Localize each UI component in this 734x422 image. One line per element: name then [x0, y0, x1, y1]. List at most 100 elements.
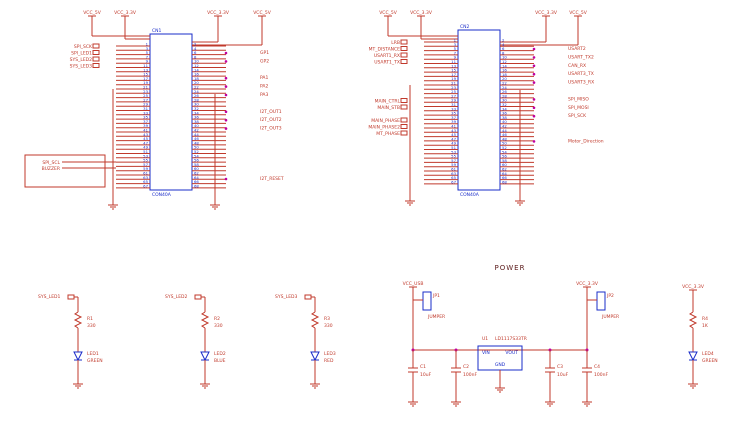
connector-cn2-pin-num-right-12: 26: [502, 89, 507, 94]
connector-cn1-left-port-1: [92, 50, 100, 55]
connector-cn2-rail-2-label: VCC_3.3V: [535, 10, 558, 16]
connector-cn1-junction-1: [224, 60, 228, 63]
connector-cn2-pin-num-right-16: 34: [502, 106, 507, 111]
connector-cn2-pin-num-left-24: 49: [451, 141, 456, 146]
connector-cn2-pin-num-right-10: 22: [502, 81, 507, 86]
connector-cn2-right-net-7: SPI_MOSI: [568, 105, 589, 111]
connector-cn2-junction-0: [532, 47, 536, 51]
led-block-2-resistor: [200, 311, 210, 329]
connector-cn1-pin-num-right-26: 54: [194, 153, 199, 158]
connector-cn2-pin-num-right-6: 14: [502, 63, 507, 68]
connector-cn1-pin-num-right-2: 6: [194, 50, 197, 55]
connector-cn2-junction-4: [532, 81, 536, 84]
connector-cn1-pin-num-right-8: 18: [194, 76, 199, 81]
connector-cn2-pin-num-right-33: 68: [502, 179, 507, 184]
connector-cn1-pin-num-right-19: 40: [194, 123, 199, 128]
led-block-1-res-value: 330: [87, 323, 96, 329]
connector-cn2-pin-num-left-25: 51: [451, 145, 456, 150]
led-block-3-resistor: [310, 311, 320, 329]
led-block-2-net: SYS_LED2: [165, 294, 188, 300]
connector-cn1-right-net-5: PA3: [260, 92, 269, 98]
connector-cn1-pin-num-left-27: 55: [143, 158, 148, 163]
connector-cn1-pin-num-left-14: 29: [143, 102, 148, 107]
connector-cn2-right-net-8: SPI_SCK: [568, 113, 587, 119]
connector-cn2-pin-num-left-11: 23: [451, 85, 456, 90]
connector-cn1-pin-num-right-29: 60: [194, 166, 199, 171]
connector-cn2-pin-num-left-3: 7: [454, 50, 457, 55]
connector-cn2-left-port-10: [400, 104, 408, 110]
connector-cn2-pin-num-left-12: 25: [451, 89, 456, 94]
led-block-4-res-ref: R4: [702, 316, 708, 322]
regulator-pin-vin: VIN: [482, 350, 490, 356]
led-block-1-net: SYS_LED1: [38, 294, 61, 300]
connector-cn2-pin-num-right-8: 18: [502, 72, 507, 77]
connector-cn2-left-net-14: MT_PHASE: [376, 131, 400, 137]
connector-cn2-left-net-9: MAIN_CTRL: [375, 99, 401, 105]
connector-cn2-pin-num-right-23: 48: [502, 136, 507, 141]
connector-cn1-body: [149, 33, 193, 191]
connector-cn2-left-port-12: [400, 117, 408, 123]
jumper-2-body: [596, 291, 606, 311]
connector-cn2-pin-num-left-19: 39: [451, 119, 456, 124]
connector-cn2-pin-num-right-15: 32: [502, 102, 507, 107]
connector-cn1-pin-num-left-28: 57: [143, 162, 148, 167]
connector-cn2-pin-num-right-26: 54: [502, 149, 507, 154]
connector-cn2-pin-num-right-21: 44: [502, 128, 507, 133]
connector-cn2-ref: CN2: [460, 24, 470, 30]
connector-cn1-pin-num-right-30: 62: [194, 171, 199, 176]
connector-cn1-right-net-9: I2T_OUT3: [260, 126, 282, 132]
led-block-1-resistor: [73, 311, 83, 329]
connector-cn1-pin-num-left-32: 65: [143, 179, 148, 184]
connector-cn2-pin-num-left-33: 67: [451, 179, 456, 184]
connector-cn1-pin-num-right-1: 4: [194, 46, 197, 51]
led-block-2-res-value: 330: [214, 323, 223, 329]
connector-cn2-pin-num-right-13: 28: [502, 93, 507, 98]
connector-cn2-pin-num-left-17: 35: [451, 111, 456, 116]
connector-cn1-pin-num-right-4: 10: [194, 59, 199, 64]
connector-cn2-junction-11: [532, 140, 536, 143]
led-block-3-led-ref: LED3: [324, 351, 336, 357]
jumper-1-ref: JP1: [432, 293, 440, 299]
connector-cn2-pin-num-left-28: 57: [451, 158, 456, 163]
connector-cn1-junction-5: [224, 93, 228, 97]
connector-cn1-left-net-1: SPI_LED1: [71, 51, 92, 57]
connector-cn2-pin-num-right-3: 8: [502, 50, 505, 55]
connector-cn1-pin-num-left-19: 39: [143, 123, 148, 128]
connector-cn1-pin-num-right-10: 22: [194, 85, 199, 90]
connector-cn2-pin-num-right-22: 46: [502, 132, 507, 137]
connector-cn1-right-net-0: GP1: [260, 50, 269, 56]
connector-cn2-pin-num-right-18: 38: [502, 115, 507, 120]
connector-cn1-right-net-8: I2T_OUT2: [260, 117, 282, 123]
connector-cn2-pin-num-left-29: 59: [451, 162, 456, 167]
led-block-3-res-ref: R3: [324, 316, 330, 322]
connector-cn1-pin-num-right-22: 46: [194, 136, 199, 141]
connector-cn2-pin-num-right-25: 52: [502, 145, 507, 150]
led-block-4-resistor: [688, 311, 698, 329]
connector-cn1-pin-num-left-23: 47: [143, 140, 148, 145]
connector-cn2-pin-num-right-5: 12: [502, 59, 507, 64]
connector-cn2-rail-3-label: VCC_5V: [569, 10, 587, 16]
connector-cn1-pin-num-left-9: 19: [143, 80, 148, 85]
led-block-3-res-value: 330: [324, 323, 333, 329]
connector-cn2-pin-num-right-30: 62: [502, 167, 507, 172]
connector-cn1-pin-num-right-27: 56: [194, 158, 199, 163]
connector-cn2-right-net-1: USART_TX2: [568, 54, 594, 60]
connector-cn2-pin-num-left-18: 37: [451, 115, 456, 120]
connector-cn1-pin-num-left-0: 1: [146, 42, 149, 47]
regulator-part: LD1117S33TR: [495, 336, 527, 342]
connector-cn2-left-net-12: MAIN_PHASE: [371, 118, 400, 124]
connector-cn1-pin-num-right-20: 42: [194, 128, 199, 133]
connector-cn2-pin-num-left-2: 5: [454, 46, 457, 51]
connector-cn2-pin-num-right-14: 30: [502, 98, 507, 103]
regulator-pin-gnd: GND: [495, 362, 506, 368]
connector-cn1-pin-num-right-31: 64: [194, 175, 199, 180]
connector-cn2-pin-num-left-31: 63: [451, 171, 456, 176]
connector-cn1-pin-num-right-15: 32: [194, 106, 199, 111]
connector-cn1-pin-num-left-16: 33: [143, 110, 148, 115]
connector-cn1-junction-7: [224, 110, 228, 114]
connector-cn1-pin-num-left-12: 25: [143, 93, 148, 98]
connector-cn1-junction-8: [224, 118, 228, 122]
power-title: POWER: [495, 264, 526, 272]
connector-cn1-junction-15: [224, 177, 228, 181]
jumper-2-label: JUMPER: [601, 314, 619, 320]
